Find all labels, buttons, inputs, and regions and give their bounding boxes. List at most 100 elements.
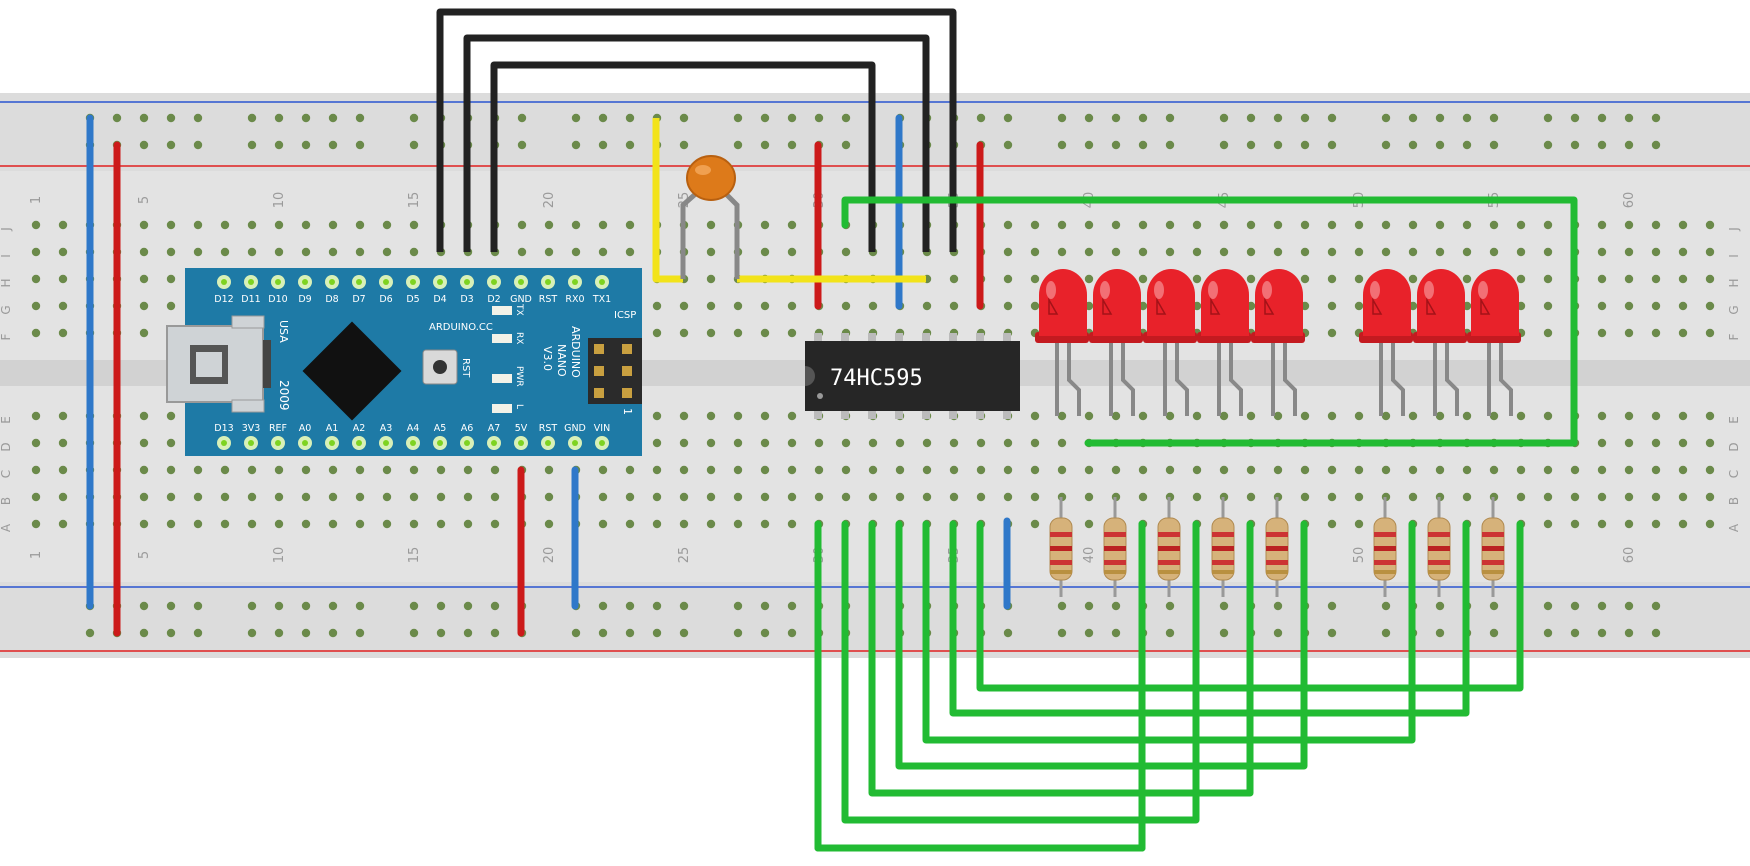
breadboard-hole (1354, 274, 1364, 284)
breadboard-hole (166, 247, 176, 257)
arduino-pin-center (572, 279, 578, 285)
rail-hole (1327, 628, 1337, 638)
arduino-pin-center (383, 279, 389, 285)
column-number: 25 (677, 547, 692, 564)
capacitor-highlight (695, 165, 711, 175)
arduino-pin-center (599, 279, 605, 285)
rail-hole (1300, 113, 1310, 123)
resistor (1157, 497, 1181, 597)
arduino-led-l-label: L (514, 404, 524, 409)
breadboard-hole (355, 465, 365, 475)
arduino-pin-center (437, 440, 443, 446)
arduino-pin-center (518, 440, 524, 446)
rail-hole (85, 628, 95, 638)
rail-hole (1543, 601, 1553, 611)
row-letter: E (0, 416, 13, 424)
breadboard-hole (1273, 220, 1283, 230)
breadboard-hole (1624, 247, 1634, 257)
row-letter: C (0, 470, 13, 478)
breadboard-hole (1597, 274, 1607, 284)
rail-hole (1057, 113, 1067, 123)
breadboard-hole (1543, 301, 1553, 311)
breadboard-hole (328, 220, 338, 230)
arduino-pin-label: D8 (325, 294, 338, 305)
breadboard-hole (571, 220, 581, 230)
rail-hole (409, 628, 419, 638)
black-wires (436, 8, 957, 252)
breadboard-hole (382, 465, 392, 475)
resistor-band (1266, 570, 1288, 574)
breadboard-hole (1030, 301, 1040, 311)
breadboard-hole (1084, 411, 1094, 421)
rail-hole (1327, 140, 1337, 150)
breadboard-hole (1597, 492, 1607, 502)
rail-hole (1597, 628, 1607, 638)
breadboard-hole (652, 301, 662, 311)
chip-pin (1003, 333, 1011, 341)
breadboard-hole (733, 301, 743, 311)
green-wire-output (949, 520, 1470, 717)
rail-hole (760, 113, 770, 123)
breadboard-hole (1057, 438, 1067, 448)
rail-hole (193, 628, 203, 638)
led-reflector (1372, 297, 1383, 315)
breadboard-hole (1705, 328, 1715, 338)
green-wire-output (868, 520, 1254, 797)
breadboard-hole (1678, 411, 1688, 421)
breadboard-hole (1003, 301, 1013, 311)
column-number: 60 (1622, 192, 1637, 209)
rail-hole (247, 113, 257, 123)
breadboard-hole (1165, 220, 1175, 230)
rail-hole (1273, 113, 1283, 123)
capacitor-body (686, 155, 736, 201)
arduino-country: USA (277, 320, 290, 343)
breadboard-hole (760, 492, 770, 502)
chip-body (805, 341, 1020, 411)
breadboard-hole (1219, 220, 1229, 230)
resistor-band (1428, 532, 1450, 537)
breadboard-hole (355, 247, 365, 257)
breadboard-hole (1138, 247, 1148, 257)
rail-hole (355, 601, 365, 611)
arduino-pin-label: D12 (214, 294, 233, 305)
breadboard-hole (1327, 465, 1337, 475)
rail-hole (841, 113, 851, 123)
rail-hole (1651, 113, 1661, 123)
rail-hole (787, 628, 797, 638)
rail-hole (463, 601, 473, 611)
breadboard-hole (760, 301, 770, 311)
usb-port (190, 345, 228, 384)
breadboard-hole (247, 247, 257, 257)
led-reflector (1264, 297, 1275, 315)
breadboard-hole (895, 438, 905, 448)
breadboard-hole (949, 301, 959, 311)
breadboard-hole (598, 247, 608, 257)
rail-hole (139, 628, 149, 638)
arduino-pin-label: D9 (298, 294, 311, 305)
breadboard-hole (1300, 411, 1310, 421)
led-highlight (1478, 281, 1488, 299)
breadboard-hole (1381, 220, 1391, 230)
rail-hole (1570, 601, 1580, 611)
arduino-pin-label: GND (564, 423, 586, 434)
breadboard-hole (1570, 465, 1580, 475)
row-letter: B (1727, 497, 1741, 505)
arduino-pin-label: D7 (352, 294, 365, 305)
breadboard-hole (1354, 220, 1364, 230)
arduino-pin-label: RST (539, 294, 558, 305)
arduino-pin-label: TX1 (592, 294, 611, 305)
breadboard-hole (1138, 220, 1148, 230)
breadboard-hole (1192, 247, 1202, 257)
breadboard-hole (787, 519, 797, 529)
rail-hole (625, 601, 635, 611)
chip-pin (922, 333, 930, 341)
rail-hole (1624, 628, 1634, 638)
breadboard-hole (733, 519, 743, 529)
arduino-model-line-3: V3.0 (541, 346, 554, 371)
breadboard-hole (247, 465, 257, 475)
resistors (1049, 497, 1505, 597)
breadboard-hole (733, 492, 743, 502)
